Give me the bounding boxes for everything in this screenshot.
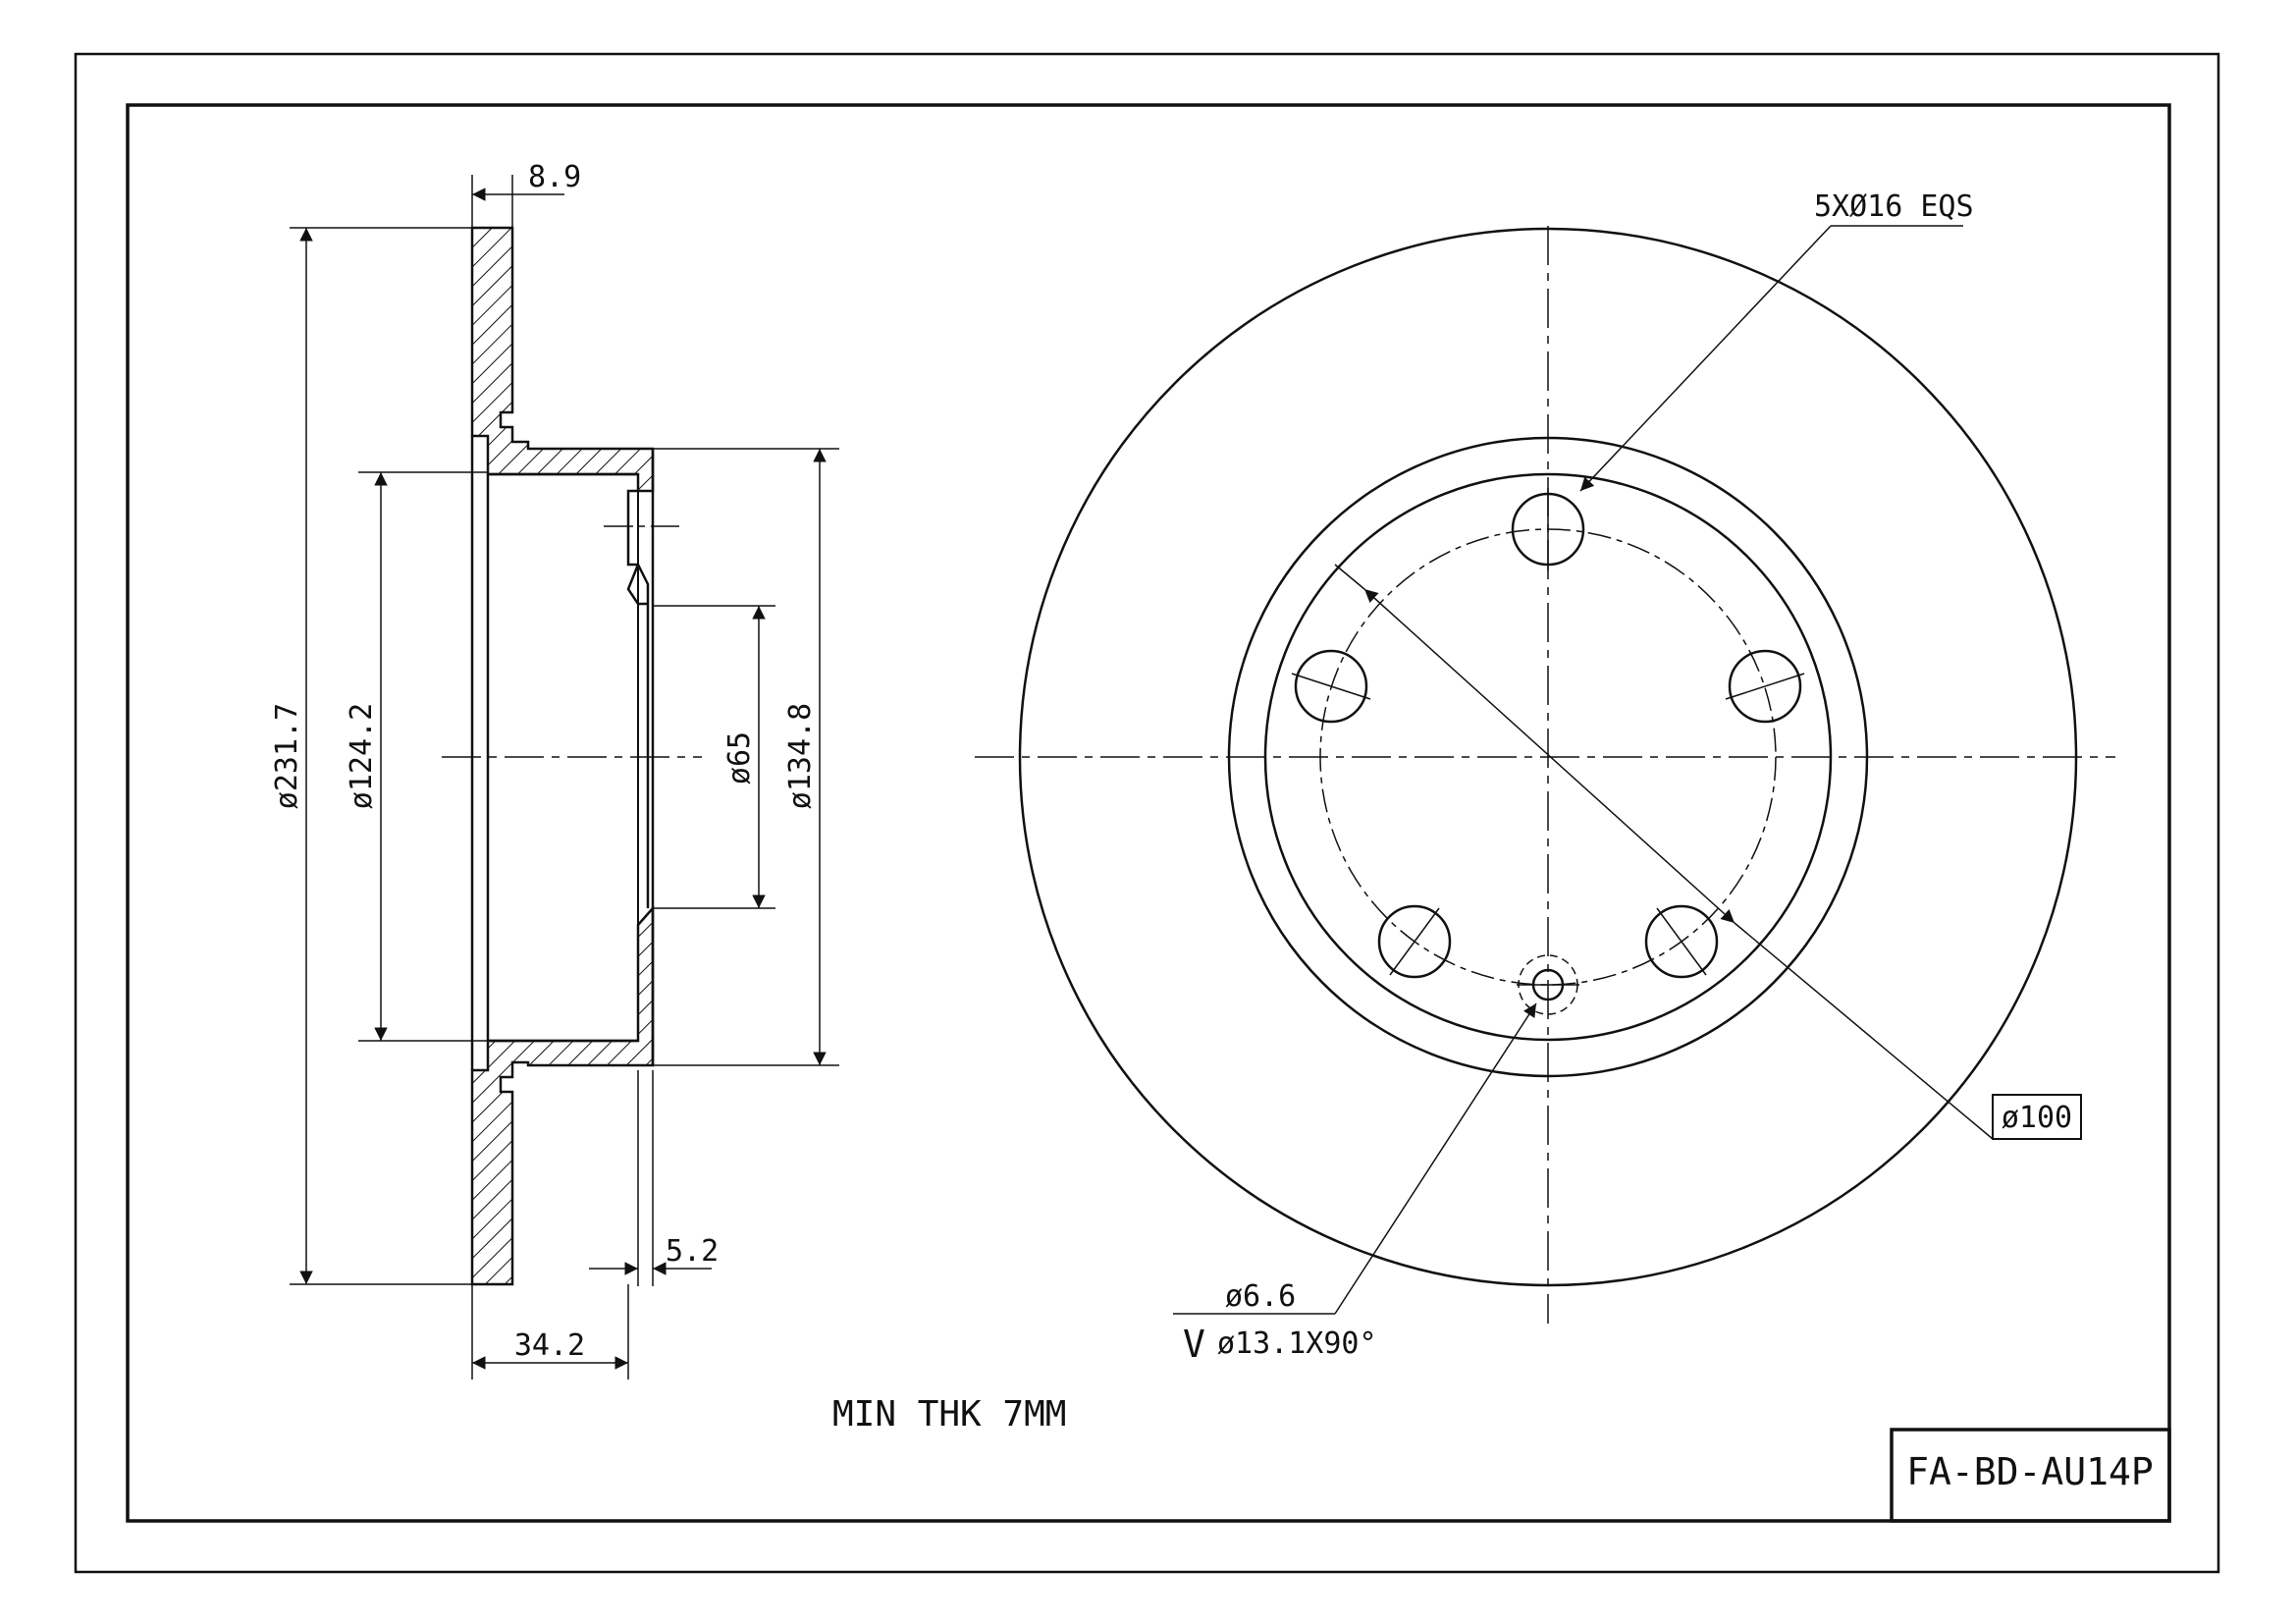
pitch-circle-label: ø100 — [2002, 1101, 2072, 1135]
front-view: 5XØ16 EQS ø100 ø6.6 V ø13.1X90° — [975, 189, 2115, 1366]
screw-hole — [1517, 954, 1579, 1015]
countersink-symbol: V — [1183, 1323, 1205, 1366]
bolt-hole — [1644, 904, 1719, 979]
countersink-label: ø13.1X90° — [1217, 1326, 1377, 1361]
dim-center-bore: ø65 — [722, 731, 757, 785]
bolt-hole — [1511, 488, 1585, 570]
dim-disc-thickness: 8.9 — [528, 160, 581, 194]
dim-hat-wall: 5.2 — [666, 1234, 719, 1269]
inner-border — [126, 103, 2171, 1523]
dim-outer-diameter: ø231.7 — [270, 703, 304, 809]
section-lower — [470, 904, 655, 1286]
dim-hat-diameter: ø134.8 — [783, 703, 818, 809]
section-upper — [470, 226, 655, 493]
dim-inner-diameter: ø124.2 — [345, 703, 379, 809]
part-number: FA-BD-AU14P — [1906, 1450, 2154, 1493]
bolt-hole — [1291, 649, 1371, 724]
bolt-hole — [1725, 649, 1805, 724]
dim-offset-depth: 34.2 — [514, 1328, 585, 1363]
screw-hole-label: ø6.6 — [1225, 1279, 1296, 1314]
outer-border — [74, 52, 2220, 1574]
section-view: 8.9 ø231.7 ø124.2 ø65 ø134.8 5.2 34.2 — [270, 160, 839, 1380]
bolt-hole — [1377, 904, 1452, 979]
title-block: FA-BD-AU14P — [1890, 1428, 2171, 1523]
min-thickness-note: MIN THK 7MM — [832, 1394, 1066, 1435]
bolt-holes-label: 5XØ16 EQS — [1814, 189, 1974, 224]
